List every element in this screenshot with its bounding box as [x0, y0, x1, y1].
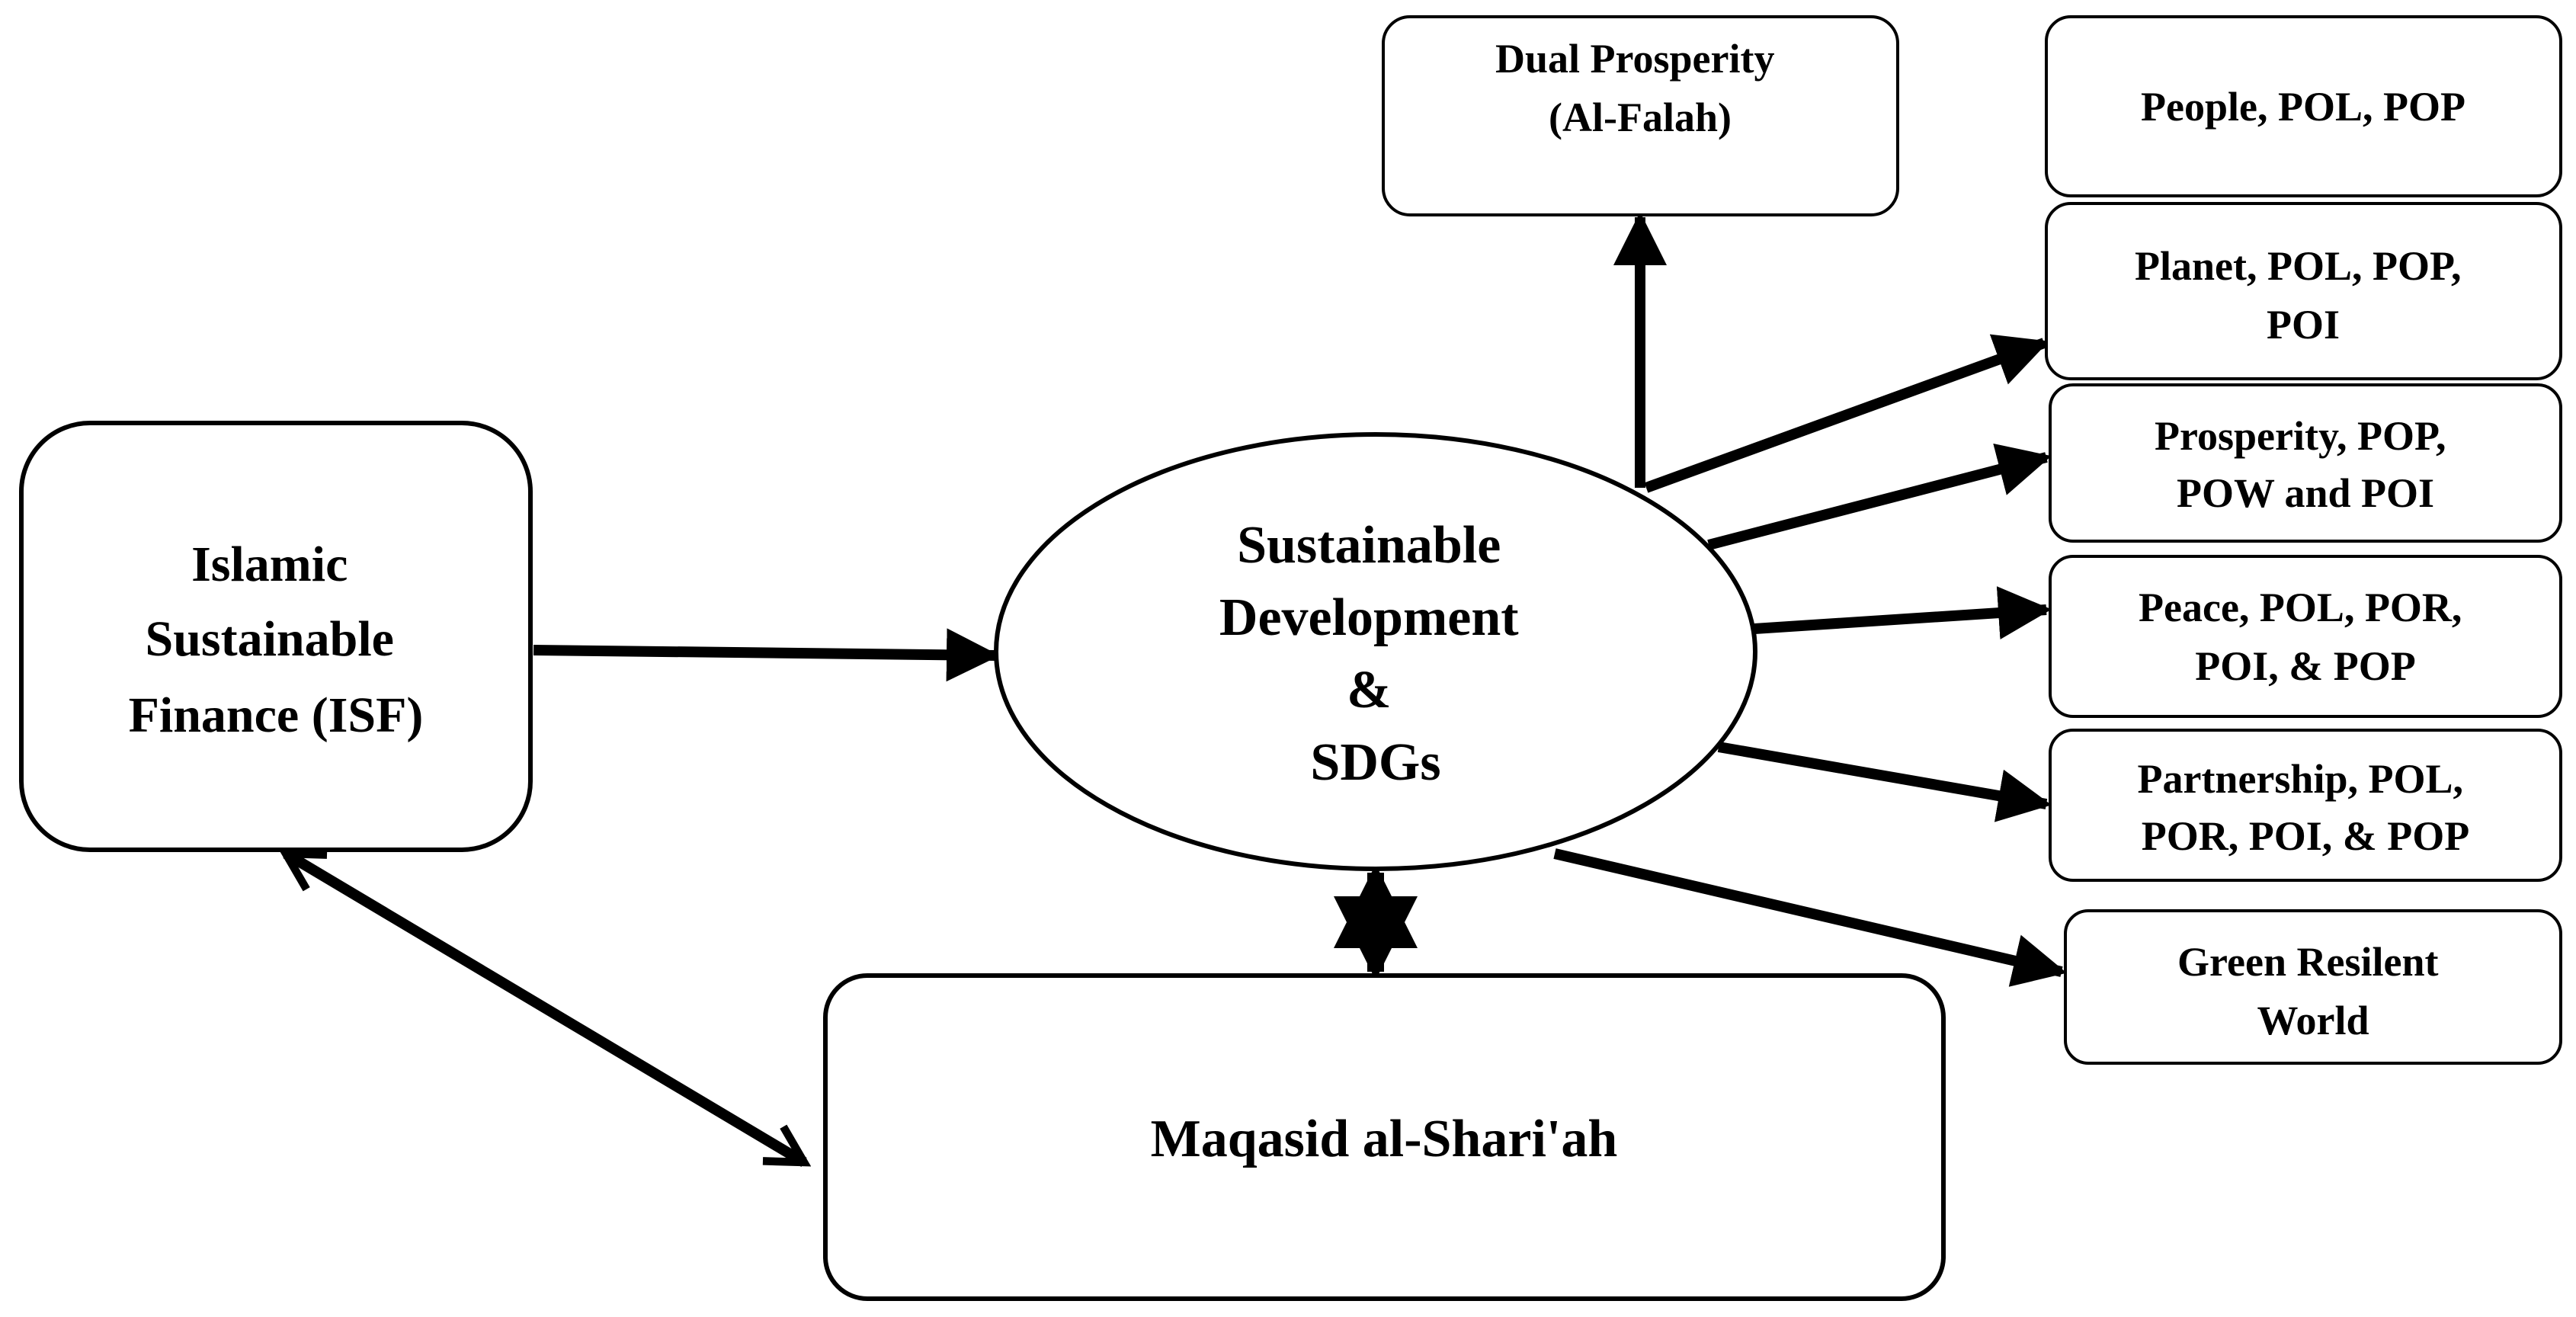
node-partnership: [2049, 729, 2562, 882]
labels: Islamic Sustainable Finance (ISF) Sustai…: [129, 36, 2474, 1168]
dual-prosperity-label: Dual Prosperity (Al-Falah): [1495, 36, 1785, 140]
edge-sdg-to-partnership: [1717, 742, 2052, 822]
nodes: [19, 15, 2562, 1301]
edges: [286, 212, 2067, 1168]
node-sdg: [994, 432, 1757, 871]
node-maqasid: [823, 973, 1946, 1301]
edge-sdg-to-planet: [1644, 334, 2049, 493]
node-green: [2064, 909, 2562, 1065]
green-label: Green Resilent World: [2177, 939, 2449, 1043]
prosperity-label: Prosperity, POP, POW and POI: [2155, 413, 2456, 516]
edge-sdg-to-prosperity: [1707, 443, 2052, 550]
people-label: People, POL, POP: [2141, 84, 2465, 130]
maqasid-label: Maqasid al-Shari'ah: [1151, 1110, 1618, 1168]
node-prosperity: [2049, 383, 2562, 543]
node-planet: [2045, 202, 2562, 380]
edge-sdg-to-green: [1553, 848, 2067, 987]
planet-label: Planet, POL, POP, POI: [2135, 243, 2472, 348]
sdg-label: Sustainable Development & SDGs: [1219, 516, 1532, 792]
isf-label: Islamic Sustainable Finance (ISF): [129, 537, 424, 743]
partnership-label: Partnership, POL, POR, POI, & POP: [2138, 756, 2474, 859]
peace-label: Peace, POL, POR, POI, & POP: [2139, 585, 2472, 689]
node-dual-prosperity: [1382, 15, 1899, 216]
edge-isf-maqasid: [286, 848, 804, 1168]
node-peace: [2049, 555, 2562, 718]
node-people: [2045, 15, 2562, 197]
edge-sdg-to-peace: [1754, 586, 2052, 640]
edge-isf-to-sdg: [533, 628, 1000, 682]
node-isf: [19, 421, 533, 852]
